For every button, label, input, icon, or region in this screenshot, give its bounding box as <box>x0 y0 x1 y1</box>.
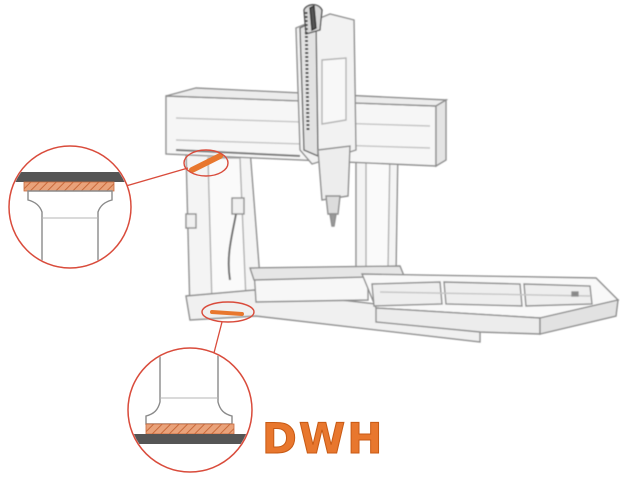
rail-detail-bottom-icon <box>127 347 253 473</box>
top-base-plate <box>10 172 130 182</box>
bottom-hatch-layer <box>145 423 235 435</box>
highlighted-rails <box>189 153 244 316</box>
top-hatch-layer <box>23 181 115 192</box>
rail-markers <box>183 149 255 323</box>
gantry-machine-icon <box>165 4 620 343</box>
top-rail-marker <box>183 149 229 177</box>
brand-logo: DWH <box>261 414 385 464</box>
bottom-rail-marker <box>201 301 255 323</box>
sliding-table <box>360 273 620 335</box>
left-column <box>185 149 263 313</box>
top-rail-highlight <box>189 153 223 173</box>
bottom-base-plate <box>129 434 251 444</box>
bottom-rail-highlight <box>210 310 244 316</box>
spindle-head <box>295 4 357 227</box>
top-leader-line <box>125 167 189 187</box>
rail-detail-top-icon <box>8 145 132 269</box>
top-rail-profile <box>27 190 113 267</box>
machine-bed <box>185 265 481 343</box>
